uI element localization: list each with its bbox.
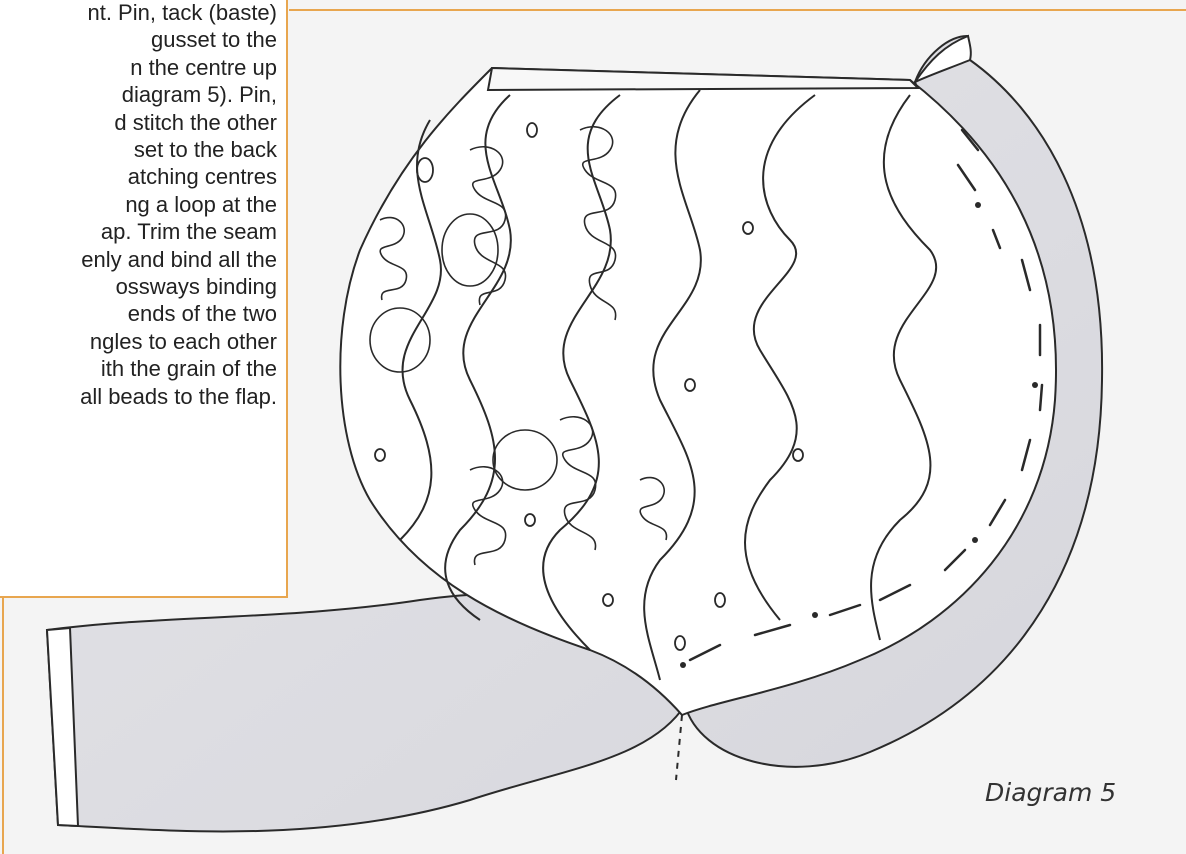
instructions-text: nt. Pin, tack (baste) gusset to the n th… bbox=[0, 0, 277, 410]
instruction-line: nt. Pin, tack (baste) bbox=[0, 0, 277, 26]
instruction-line: ap. Trim the seam bbox=[0, 218, 277, 245]
instruction-line: atching centres bbox=[0, 163, 277, 190]
instruction-line: enly and bind all the bbox=[0, 246, 277, 273]
frame-top-border bbox=[289, 9, 1186, 11]
instruction-line: ngles to each other bbox=[0, 328, 277, 355]
top-binding bbox=[488, 68, 918, 90]
instructions-text-box: nt. Pin, tack (baste) gusset to the n th… bbox=[0, 0, 288, 598]
instruction-line: set to the back bbox=[0, 136, 277, 163]
frame-left-border bbox=[2, 598, 4, 854]
instruction-line: ends of the two bbox=[0, 300, 277, 327]
diagram-caption: Diagram 5 bbox=[985, 778, 1116, 807]
strap-center-mark bbox=[676, 715, 682, 780]
instruction-line: ng a loop at the bbox=[0, 191, 277, 218]
instruction-line: ossways binding bbox=[0, 273, 277, 300]
instruction-line: all beads to the flap. bbox=[0, 383, 277, 410]
instruction-line: d stitch the other bbox=[0, 109, 277, 136]
instruction-line: ith the grain of the bbox=[0, 355, 277, 382]
instruction-line: gusset to the bbox=[0, 26, 277, 53]
instruction-line: diagram 5). Pin, bbox=[0, 81, 277, 108]
instruction-line: n the centre up bbox=[0, 54, 277, 81]
